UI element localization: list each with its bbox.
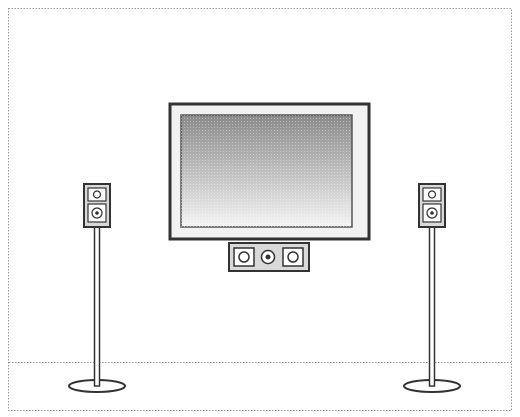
- left-floor-standing-speaker: [68, 183, 126, 393]
- right-floor-standing-speaker: [403, 183, 461, 393]
- flat-screen-tv: [168, 102, 371, 241]
- left-speaker-pole: [93, 225, 101, 387]
- center-speaker: [228, 242, 310, 272]
- right-speaker-pole: [428, 225, 436, 387]
